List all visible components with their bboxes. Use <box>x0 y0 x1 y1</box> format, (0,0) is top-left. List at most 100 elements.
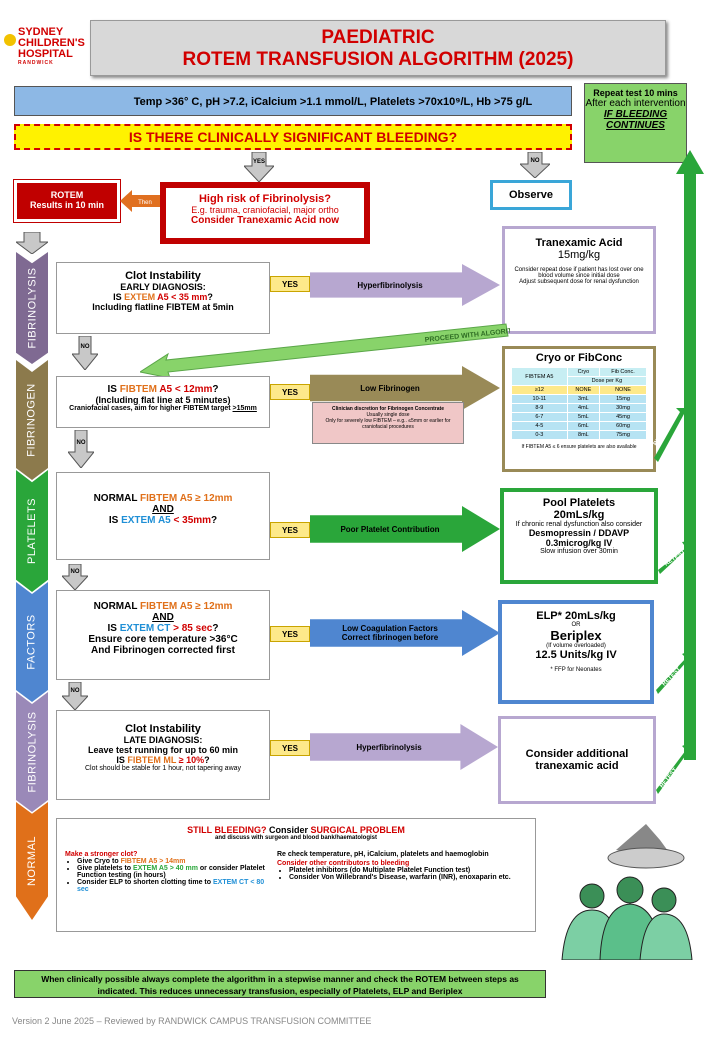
step1-title: Clot Instability <box>125 270 201 282</box>
cryo-note: If FIBTEM A5 ≤ 6 ensure platelets are al… <box>521 444 637 450</box>
repeat-line-3: IF BLEEDING CONTINUES <box>603 109 668 131</box>
surg-still: STILL BLEEDING? <box>187 825 267 835</box>
step4-crit1: A5 ≥ 12mm <box>179 601 233 612</box>
phase-label-1: FIBRINOLYSIS <box>26 267 39 349</box>
yes-tag-4: YES <box>270 626 310 642</box>
surgical-box: STILL BLEEDING? Consider SURGICAL PROBLE… <box>56 818 536 932</box>
proceed-arrow: PROCEED WITH ALGORITHM <box>140 323 510 376</box>
retest-arrow-2 <box>658 540 696 574</box>
arrow4-label-2: Correct fibrinogen before <box>341 633 439 642</box>
yes-label-4: YES <box>281 629 298 639</box>
yes-tag-5: YES <box>270 740 310 756</box>
step4-fibtem: FIBTEM <box>140 601 178 612</box>
title-line-1: PAEDIATRIC <box>321 27 435 48</box>
step2-line3: Craniofacial cases, aim for higher FIBTE… <box>69 405 231 412</box>
cryo-cell: 0-3 <box>511 430 568 440</box>
step4-q: ? <box>212 623 219 634</box>
yes-down-arrow: YES <box>244 152 274 182</box>
step3-is: IS <box>108 515 119 526</box>
step2-target: >15mm <box>232 405 257 412</box>
hyperfibrinolysis-arrow-1: Hyperfibrinolysis <box>310 264 500 306</box>
elp-or: OR <box>571 622 581 628</box>
step1-line4: Including flatline FIBTEM at 5min <box>92 302 234 312</box>
elp-box: ELP* 20mLs/kg OR Beriplex (If volume ove… <box>498 600 654 704</box>
retest-arrow-1 <box>654 408 690 462</box>
step1-sub: EARLY DIAGNOSIS: <box>120 282 206 292</box>
step3-crit2b: < 35mm <box>173 515 212 526</box>
phase-label-4: FACTORS <box>26 614 39 670</box>
phase-label-2: FIBRINOGEN <box>26 383 39 457</box>
step4-crit2b: > 85 sec <box>173 623 213 634</box>
step5-sub: LATE DIAGNOSIS: <box>123 735 203 745</box>
yes-label-top: YES <box>253 159 265 165</box>
no-arrow-4: NO <box>62 682 88 710</box>
phase-platelets: PLATELETS <box>16 470 48 592</box>
rotem-line-1: ROTEM <box>50 190 84 200</box>
elp-dose: 12.5 Units/kg IV <box>535 649 617 661</box>
no-label-top: NO <box>531 158 540 164</box>
cryo-cell: 75mg <box>599 430 647 440</box>
fibrinolysis-risk-box: High risk of Fibrinolysis? E.g. trauma, … <box>160 182 370 244</box>
step5-fibtem: FIBTEM <box>127 755 161 765</box>
cryo-title: Cryo or FibConc <box>535 352 623 364</box>
retest-arrow-4 <box>656 740 696 794</box>
step5-ml: ML <box>163 755 177 765</box>
cryo-header-1: Cryo <box>566 367 601 377</box>
repeat-line-1: Repeat test 10 mins <box>593 88 678 98</box>
surg-left-item: Give platelets to EXTEM A5 > 40 mm or co… <box>77 865 265 879</box>
step2-fibtem: FIBTEM <box>119 384 157 395</box>
repeat-line-2: After each intervention <box>585 98 686 109</box>
step1-q: ? <box>207 292 213 302</box>
risk-line-1: High risk of Fibrinolysis? <box>198 193 332 205</box>
rotem-line-2: Results in 10 min <box>29 200 105 210</box>
no-down-arrow: NO <box>520 152 550 178</box>
plt-dose: 20mLs/kg <box>553 509 605 521</box>
step1-crit: A5 < 35 mm <box>157 292 208 302</box>
no-arrow-1: NO <box>72 336 98 370</box>
step5-line3: Leave test running for up to 60 min <box>87 745 239 755</box>
cryo-cell: NONE <box>566 385 601 395</box>
step3-and: AND <box>152 504 174 515</box>
step3-extem: EXTEM <box>121 515 156 526</box>
plt-ddavp-dose: 0.3microg/kg IV <box>545 538 613 548</box>
txa-title: Tranexamic Acid <box>535 237 623 249</box>
plt-title: Pool Platelets <box>542 497 616 509</box>
step2-q: ? <box>212 384 219 395</box>
then-label: Then <box>138 200 152 206</box>
arrow5-label: Hyperfibrinolysis <box>356 742 422 752</box>
observe-box: Observe <box>490 180 572 210</box>
step5-crit: ≥ 10% <box>178 755 205 765</box>
retest-arrow-3 <box>656 648 696 694</box>
pink-line-3: Only for severely low FIBTEM – e.g.. ≤5m… <box>325 418 451 430</box>
step4-normal: NORMAL <box>93 601 138 612</box>
cryo-header-0: FIBTEM A5 <box>511 367 568 386</box>
pink-line-2: Usually single dose <box>366 412 410 418</box>
phase-label-6: NORMAL <box>26 835 38 887</box>
step4-is: IS <box>107 623 117 634</box>
yes-label-1: YES <box>281 279 298 289</box>
step5-is: IS <box>116 755 125 765</box>
step5-line5: Clot should be stable for 1 hour, not ta… <box>84 765 242 772</box>
yes-tag-3: YES <box>270 522 310 538</box>
txa-note-2: Adjust subsequent dose for renal dysfunc… <box>519 279 639 285</box>
risk-line-2: E.g. trauma, craniofacial, major ortho <box>191 205 339 215</box>
version-text: Version 2 June 2025 – Reviewed by RANDWI… <box>12 1016 372 1026</box>
phase-fibrinolysis-late: FIBRINOLYSIS <box>16 692 48 812</box>
arrow4-label-1: Low Coagulation Factors <box>342 624 438 633</box>
phase-start-arrow <box>16 232 48 254</box>
step4-extem: EXTEM <box>119 623 155 634</box>
surg-left-item: Give Cryo to FIBTEM A5 > 14mm <box>77 858 265 865</box>
step4-and: AND <box>152 612 174 623</box>
bleeding-question: IS THERE CLINICALLY SIGNIFICANT BLEEDING… <box>14 124 572 150</box>
step2-line2: (Including flat line at 5 minutes) <box>95 395 231 405</box>
observe-text: Observe <box>508 189 554 201</box>
surgeons-illustration <box>561 824 693 960</box>
surg-consider: Consider <box>268 825 308 835</box>
yes-label-3: YES <box>281 525 298 535</box>
cryo-cell: ≥12 <box>511 385 568 395</box>
logo-text-3: HOSPITAL <box>18 48 73 60</box>
step4-crit2: CT <box>157 623 171 634</box>
phase-label-3: PLATELETS <box>26 497 39 565</box>
